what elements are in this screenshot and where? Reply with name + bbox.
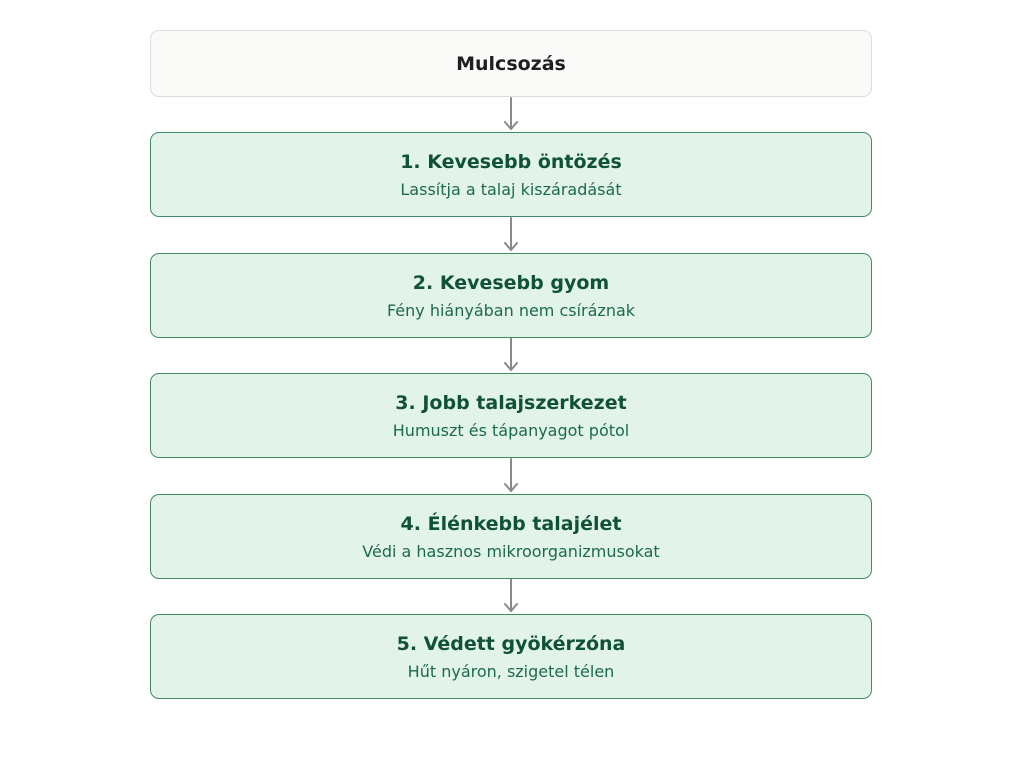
step-node-subtitle: Fény hiányában nem csíráznak	[386, 300, 636, 320]
step-node-subtitle: Védi a hasznos mikroorganizmusokat	[362, 541, 660, 561]
step-node-subtitle: Humuszt és tápanyagot pótol	[392, 420, 630, 440]
root-node: Mulcsozás	[150, 30, 872, 97]
arrow-step-3-to-step-4	[504, 458, 518, 492]
step-node-title: 3. Jobb talajszerkezet	[395, 391, 627, 414]
arrow-root-to-step-1	[504, 97, 518, 130]
arrow-step-4-to-step-5	[504, 578, 518, 612]
step-node-subtitle: Lassítja a talaj kiszáradását	[400, 179, 622, 199]
root-node-title: Mulcsozás	[456, 52, 566, 75]
step-node-title: 1. Kevesebb öntözés	[400, 150, 622, 173]
step-node-4: 4. Élénkebb talajélet Védi a hasznos mik…	[150, 494, 872, 579]
step-node-title: 2. Kevesebb gyom	[412, 271, 610, 294]
step-node-1: 1. Kevesebb öntözés Lassítja a talaj kis…	[150, 132, 872, 217]
step-node-subtitle: Hűt nyáron, szigetel télen	[407, 661, 615, 681]
step-node-2: 2. Kevesebb gyom Fény hiányában nem csír…	[150, 253, 872, 338]
step-node-title: 4. Élénkebb talajélet	[400, 512, 622, 535]
step-node-3: 3. Jobb talajszerkezet Humuszt és tápany…	[150, 373, 872, 458]
step-node-5: 5. Védett gyökérzóna Hűt nyáron, szigete…	[150, 614, 872, 699]
step-node-title: 5. Védett gyökérzóna	[396, 632, 626, 655]
arrow-step-2-to-step-3	[504, 337, 518, 371]
arrow-step-1-to-step-2	[504, 217, 518, 251]
